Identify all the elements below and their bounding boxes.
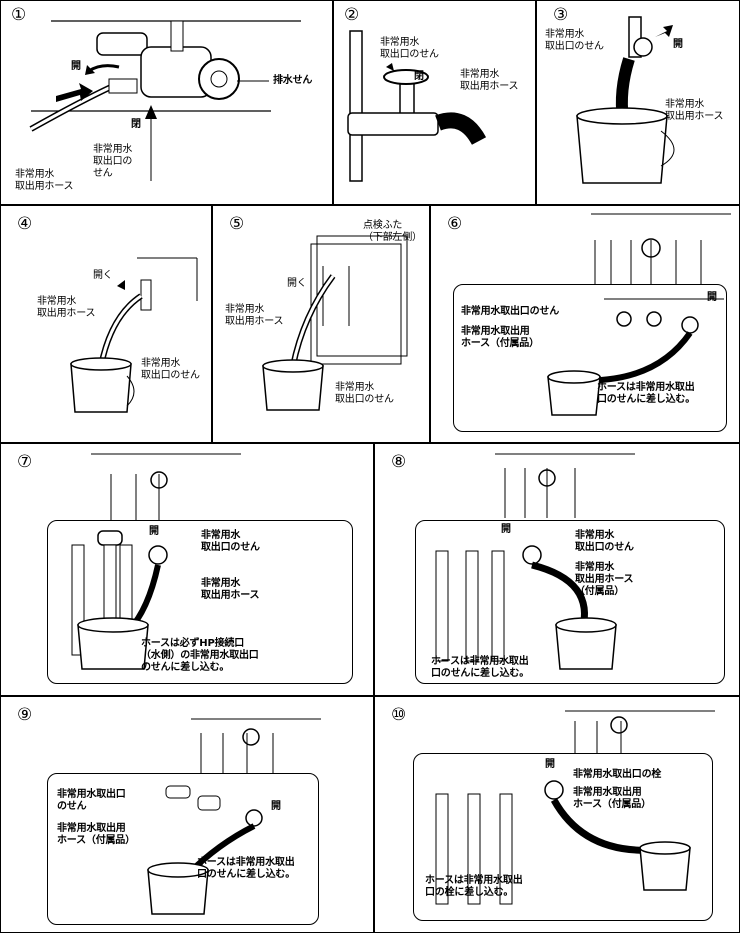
panel-5-illustration: [262, 235, 408, 411]
note-label: ホースは非常用水取出 口のせんに差し込む。: [197, 857, 295, 880]
outlet-label: 非常用水取出口 のせん: [57, 789, 126, 812]
panel-8: ⑧ 開 非常用水 取出口のせん 非常用水 取出用ホース （付属品） ホースは非常…: [374, 443, 740, 696]
close-label: 閉: [131, 119, 141, 130]
outlet-label: 非常用水 取出口のせん: [545, 29, 604, 52]
panel-6: ⑥ 非常用水取出口のせん 開 非常用水取出用 ホース（付属品） ホースは非常用水…: [430, 205, 740, 443]
outlet-label: 非常用水取出口のせん: [461, 306, 559, 317]
outlet-label: 非常用水 取出口のせん: [141, 358, 200, 381]
step-number: ④: [17, 214, 33, 234]
step-number: ⑥: [447, 214, 463, 234]
detail-illustration: [435, 545, 617, 670]
detail-inset: [413, 753, 713, 921]
detail-illustration: [71, 530, 168, 670]
close-label: 閉: [414, 71, 424, 82]
step-number: ②: [344, 5, 360, 25]
open-label: 開く: [287, 278, 307, 289]
outlet-label: 非常用水 取出口のせん: [201, 530, 260, 553]
outlet-label: 非常用水 取出口のせん: [335, 382, 394, 405]
panel-8-illustration: [495, 453, 635, 518]
panel-2: ② 非常用水 取出口のせん 閉 非常用水 取出用ホース: [333, 0, 536, 205]
hose-label: 非常用水 取出用ホース: [201, 578, 260, 601]
hose-label: 非常用水 取出用ホース: [225, 304, 284, 327]
panel-1-illustration: [29, 20, 301, 181]
open-label: 開: [545, 759, 555, 770]
cover-label: 点検ふた （下部左側）: [363, 220, 422, 243]
open-label: 開: [707, 292, 717, 303]
outlet-label: 非常用水 取出口のせん: [380, 37, 439, 60]
hose-label: 非常用水 取出用ホース （付属品）: [575, 562, 634, 597]
panel-9: ⑨ 非常用水取出口 のせん 開 非常用水取出用 ホース（付属品） ホースは非常用…: [0, 696, 374, 933]
step-number: ⑩: [391, 705, 407, 725]
panel-1: ① 開 排水せん 閉 非常用水 取出口の せん 非常用水 取出用ホース: [0, 0, 333, 205]
panel-4-illustration: [70, 257, 198, 413]
detail-illustration: [547, 298, 724, 416]
step-number: ③: [553, 5, 569, 25]
hose-label: 非常用水 取出用ホース: [37, 296, 96, 319]
panel-3-illustration: [576, 16, 675, 184]
panel-7: ⑦ 開 非常用水 取出口のせん 非常用水 取出用ホース ホースは必ずHP接続口 …: [0, 443, 374, 696]
step-number: ⑤: [229, 214, 245, 234]
panel-10: ⑩ 開 非常用水取出口の栓 非常用水取出用 ホース（付属品） ホースは非常用水取…: [374, 696, 740, 933]
drain-label: 排水せん: [273, 75, 313, 86]
hose-label: 非常用水取出用 ホース（付属品）: [57, 823, 135, 846]
note-label: ホースは非常用水取出 口のせんに差し込む。: [597, 382, 695, 405]
note-label: ホースは非常用水取出 口の栓に差し込む。: [425, 875, 523, 898]
detail-inset: [47, 520, 353, 684]
hose-label: 非常用水 取出用ホース: [15, 169, 74, 192]
open-label: 開: [149, 526, 159, 537]
outlet-label: 非常用水 取出口のせん: [575, 530, 634, 553]
panel-5: ⑤ 点検ふた （下部左側） 開く 非常用水 取出用ホース 非常用水 取出口のせん: [212, 205, 430, 443]
hose-label: 非常用水取出用 ホース（付属品）: [461, 326, 539, 349]
detail-illustration: [147, 785, 263, 915]
outlet-label: 非常用水取出口の栓: [573, 769, 662, 780]
step-number: ①: [11, 5, 27, 25]
panel-4: ④ 開く 非常用水 取出用ホース 非常用水 取出口のせん: [0, 205, 212, 443]
hose-label: 非常用水 取出用ホース: [665, 99, 724, 122]
open-label: 開: [501, 524, 511, 535]
hose-label: 非常用水取出用 ホース（付属品）: [573, 787, 651, 810]
hose-label: 非常用水 取出用ホース: [460, 69, 519, 92]
open-label: 開: [271, 801, 281, 812]
step-number: ⑨: [17, 705, 33, 725]
outlet-label: 非常用水 取出口の せん: [93, 144, 133, 179]
note-label: ホースは必ずHP接続口 （水側）の非常用水取出口 のせんに差し込む。: [141, 638, 259, 673]
detail-inset: [453, 284, 727, 432]
detail-inset: [415, 520, 725, 684]
note-label: ホースは非常用水取出 口のせんに差し込む。: [431, 656, 529, 679]
detail-illustration: [435, 780, 691, 905]
panel-2-illustration: [347, 30, 487, 182]
step-number: ⑧: [391, 452, 407, 472]
open-label: 開く: [93, 270, 113, 281]
open-label: 開: [71, 61, 81, 72]
step-number: ⑦: [17, 452, 33, 472]
panel-3: ③ 非常用水 取出口のせん 開 非常用水 取出用ホース: [536, 0, 740, 205]
detail-inset: [47, 773, 319, 925]
open-label: 開: [673, 39, 683, 50]
panel-9-illustration: [191, 718, 321, 777]
panel-7-illustration: [91, 453, 241, 524]
